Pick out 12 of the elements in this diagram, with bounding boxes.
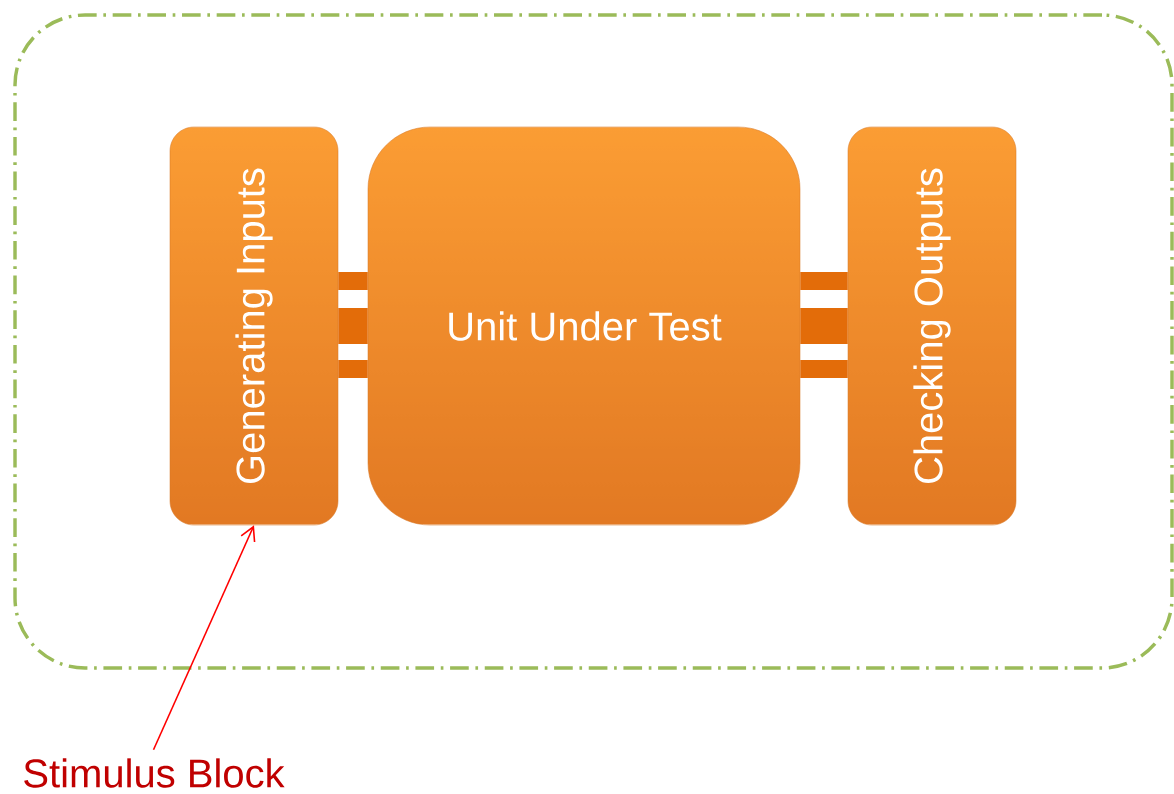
process-box: Generating Inputs: [169, 126, 339, 526]
connector-bar: [338, 272, 368, 290]
process-box: Unit Under Test: [367, 126, 801, 526]
leader-line: [152, 525, 256, 751]
connector-bar: [800, 272, 848, 290]
process-box: Checking Outputs: [847, 126, 1017, 526]
connector-bar: [338, 308, 368, 344]
callout-label: Stimulus Block: [24, 758, 285, 788]
connector-bar: [800, 360, 848, 378]
connector-bar: [800, 308, 848, 344]
dash-dot-frame: [13, 13, 1174, 670]
connector-bar: [338, 360, 368, 378]
